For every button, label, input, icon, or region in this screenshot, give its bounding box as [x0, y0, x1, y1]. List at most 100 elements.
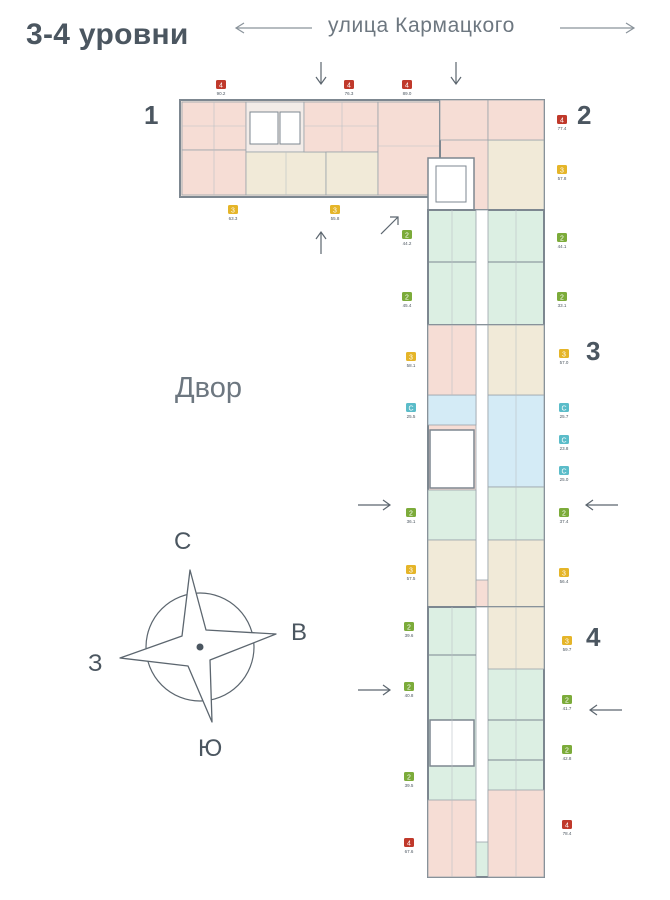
area-label: 45.4 [403, 303, 412, 308]
compass-rose-icon [119, 569, 277, 723]
apartment-badge[interactable]: 236.1 [406, 508, 416, 524]
yard-label: Двор [175, 372, 242, 404]
area-label: 56.4 [560, 579, 569, 584]
section-2-plan [427, 99, 545, 326]
room-type-swatch [404, 682, 414, 691]
apartment-badge[interactable]: С 25.7 [559, 403, 569, 419]
apartment-badge[interactable]: С23.8 [559, 435, 569, 451]
apartment-badge[interactable]: 244.2 [402, 230, 412, 246]
room-type-swatch [562, 636, 572, 645]
room-type-label: 2 [407, 774, 411, 781]
apartment-badge[interactable]: 490.2 [216, 80, 226, 96]
room-type-label: 2 [407, 684, 411, 691]
compass-west-label: З [88, 650, 103, 677]
apartment-badge[interactable]: 358.1 [406, 352, 416, 368]
area-label: 89.0 [403, 91, 412, 96]
room-type-swatch [402, 292, 412, 301]
room-type-swatch [559, 508, 569, 517]
apartment-badges: 490.2476.3489.0477.4357.8363.3355.8244.2… [216, 80, 572, 854]
room-type-label: 3 [560, 167, 564, 174]
room-type-label: 2 [405, 294, 409, 301]
street-direction-arrows [234, 22, 636, 34]
area-label: 57.0 [560, 360, 569, 365]
room-type-label: 3 [562, 570, 566, 577]
apartment-badge[interactable]: 241.7 [562, 695, 572, 711]
apartment-badge[interactable]: 237.4 [559, 508, 569, 524]
room-type-label: 4 [560, 117, 564, 124]
apartment-badge[interactable]: 476.3 [344, 80, 354, 96]
section-4-plan [427, 606, 545, 878]
apartment-badge[interactable]: 357.5 [406, 565, 416, 581]
apartment-badge[interactable]: С 25.0 [559, 466, 569, 482]
compass-east-label: В [291, 619, 308, 646]
area-label: 25.7 [560, 414, 569, 419]
apartment-badge[interactable]: 489.0 [402, 80, 412, 96]
area-label: 57.5 [407, 576, 416, 581]
area-label: 67.6 [405, 849, 414, 854]
apartment-badge[interactable]: 363.3 [228, 205, 238, 221]
apartment-badge[interactable]: 478.4 [562, 820, 572, 836]
area-label: 40.8 [405, 693, 414, 698]
room-type-swatch [402, 230, 412, 239]
room-type-swatch [406, 508, 416, 517]
section-3-plan [427, 324, 545, 608]
room-type-label: С [408, 405, 413, 412]
section-number-2: 2 [577, 100, 592, 130]
room-type-label: 4 [219, 82, 223, 89]
area-label: 44.1 [558, 244, 567, 249]
apartment-badge[interactable]: 233.1 [557, 292, 567, 308]
area-label: 36.1 [407, 519, 416, 524]
area-label: 58.1 [407, 363, 416, 368]
apartment-badge[interactable]: 355.8 [330, 205, 340, 221]
apartment-badge[interactable]: 357.8 [557, 165, 567, 181]
apartment-badge[interactable]: 356.4 [559, 568, 569, 584]
apartment-badge[interactable]: 242.8 [562, 745, 572, 761]
room-type-swatch [562, 820, 572, 829]
area-label: 63.3 [229, 216, 238, 221]
section-number-1: 1 [144, 100, 159, 130]
room-type-swatch [559, 403, 569, 412]
area-label: 25.5 [407, 414, 416, 419]
room-type-swatch [557, 233, 567, 242]
room-type-label: 2 [405, 232, 409, 239]
area-label: 77.4 [558, 126, 567, 131]
room-type-label: 4 [407, 840, 411, 847]
room-type-swatch [557, 165, 567, 174]
apartment-badge[interactable]: 477.4 [557, 115, 567, 131]
apartment-badge[interactable]: 245.4 [402, 292, 412, 308]
room-type-label: 3 [333, 207, 337, 214]
area-label: 37.4 [560, 519, 569, 524]
room-type-label: С [561, 437, 566, 444]
room-type-label: 3 [562, 351, 566, 358]
area-label: 42.8 [563, 756, 572, 761]
room-type-swatch [406, 403, 416, 412]
apartment-badge[interactable]: 239.6 [404, 622, 414, 638]
room-type-swatch [557, 292, 567, 301]
room-type-swatch [559, 435, 569, 444]
room-type-swatch [330, 205, 340, 214]
section-number-4: 4 [586, 622, 601, 652]
area-label: 78.4 [563, 831, 572, 836]
apartment-badge[interactable]: 357.0 [559, 349, 569, 365]
room-type-label: С [561, 468, 566, 475]
apartment-badge[interactable]: 239.5 [404, 772, 414, 788]
room-type-swatch [228, 205, 238, 214]
room-type-label: С [561, 405, 566, 412]
room-type-label: 2 [565, 747, 569, 754]
apartment-badge[interactable]: 359.7 [562, 636, 572, 652]
area-label: 90.2 [217, 91, 226, 96]
room-type-swatch [404, 838, 414, 847]
room-type-swatch [404, 622, 414, 631]
room-type-swatch [406, 352, 416, 361]
room-type-label: 3 [565, 638, 569, 645]
area-label: 25.0 [560, 477, 569, 482]
apartment-badge[interactable]: 244.1 [557, 233, 567, 249]
compass-south-label: Ю [198, 735, 223, 762]
room-type-label: 2 [407, 624, 411, 631]
area-label: 55.8 [331, 216, 340, 221]
apartment-badge[interactable]: С 25.5 [406, 403, 416, 419]
room-type-label: 2 [565, 697, 569, 704]
apartment-badge[interactable]: 240.8 [404, 682, 414, 698]
apartment-badge[interactable]: 467.6 [404, 838, 414, 854]
